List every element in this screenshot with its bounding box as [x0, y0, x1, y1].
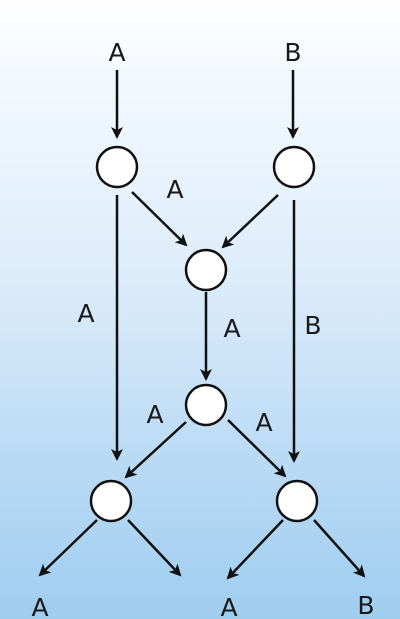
- node-3: [184, 248, 228, 292]
- node-1: [95, 145, 139, 189]
- edge-label-n4-n5: A: [146, 400, 163, 429]
- edge-label-n1-n3: A: [166, 175, 183, 204]
- input-label-b: B: [284, 38, 301, 67]
- node-2: [272, 145, 316, 189]
- node-5: [89, 479, 133, 523]
- edge-node-5-to-output-a-left: [38, 519, 98, 577]
- edge-node-2-to-node-3: [221, 194, 279, 249]
- edge-node-6-to-output-b: [313, 519, 366, 578]
- edge-label-n3-n4: A: [223, 314, 240, 343]
- edge-node-4-to-node-6: [227, 419, 287, 478]
- edge-node-1-to-node-3: [131, 191, 188, 247]
- edge-node-5-to-output-right: [127, 519, 182, 577]
- edge-label-n1-n5: A: [77, 299, 94, 328]
- edge-node-4-to-node-5: [124, 421, 187, 479]
- output-label-a-left: A: [31, 593, 48, 619]
- edge-node-6-to-output-a-middle: [226, 519, 284, 580]
- output-label-b: B: [357, 591, 374, 619]
- node-4: [184, 383, 228, 427]
- output-label-a-middle: A: [220, 593, 237, 619]
- node-6: [275, 479, 319, 523]
- edge-label-n2-n6: B: [304, 311, 321, 340]
- edge-label-n4-n6: A: [255, 408, 272, 437]
- input-label-a: A: [108, 38, 125, 67]
